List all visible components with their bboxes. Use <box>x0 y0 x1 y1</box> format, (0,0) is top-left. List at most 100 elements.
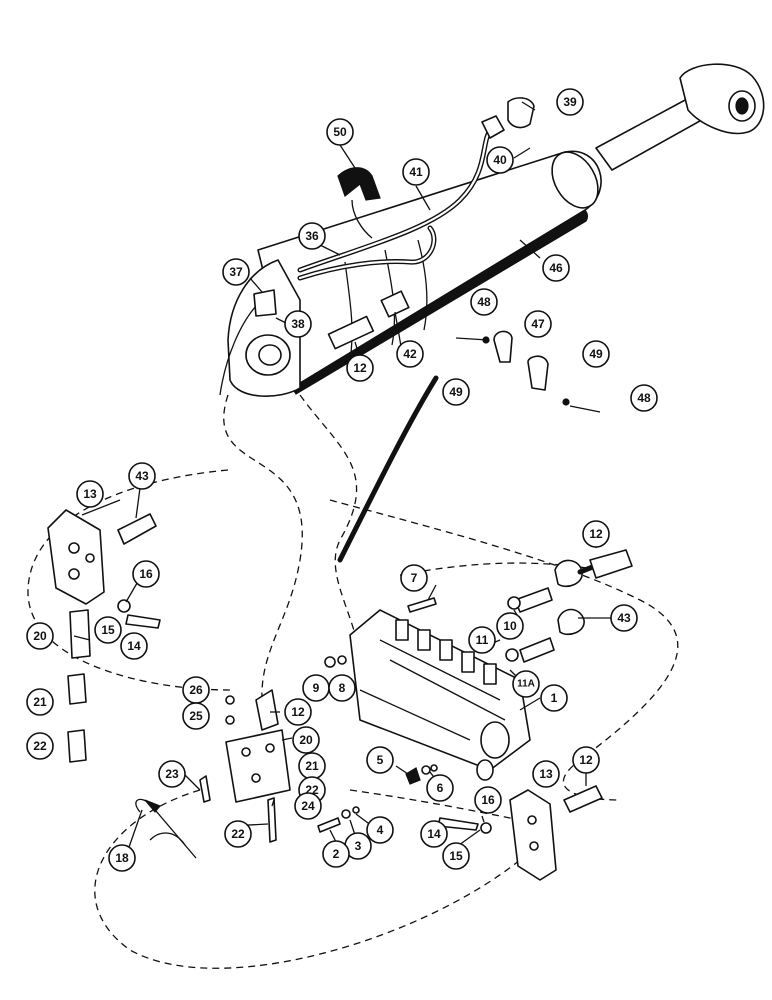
svg-text:5: 5 <box>377 753 384 767</box>
callout-19-lower: 20 <box>292 726 320 754</box>
callout-42: 42 <box>396 340 424 368</box>
callout-16-left: 16 <box>132 560 160 588</box>
svg-text:13: 13 <box>83 487 97 501</box>
svg-text:20: 20 <box>33 629 47 643</box>
callout-22: 22 <box>224 820 252 848</box>
callout-13-left: 13 <box>76 480 104 508</box>
svg-text:12: 12 <box>579 753 593 767</box>
svg-text:9: 9 <box>313 681 320 695</box>
callout-48-lower: 48 <box>630 384 658 412</box>
svg-text:26: 26 <box>189 683 203 697</box>
svg-text:21: 21 <box>33 695 47 709</box>
svg-text:22: 22 <box>33 739 47 753</box>
svg-text:1: 1 <box>551 691 558 705</box>
callout-12-lower-right: 12 <box>572 746 600 774</box>
callout-1: 1 <box>540 684 568 712</box>
hydraulic-cylinder <box>219 63 765 397</box>
callout-4: 4 <box>366 816 394 844</box>
callout-41: 41 <box>402 158 430 186</box>
callout-20-left: 21 <box>26 688 54 716</box>
svg-text:49: 49 <box>589 347 603 361</box>
right-bracket-set <box>405 764 603 881</box>
svg-text:22: 22 <box>231 827 245 841</box>
svg-text:2: 2 <box>333 847 340 861</box>
svg-text:24: 24 <box>301 799 315 813</box>
svg-text:49: 49 <box>449 385 463 399</box>
svg-text:18: 18 <box>115 851 129 865</box>
svg-text:36: 36 <box>305 229 319 243</box>
callout-12-upper: 12 <box>346 354 374 382</box>
svg-text:12: 12 <box>291 705 305 719</box>
svg-text:48: 48 <box>477 295 491 309</box>
callout-12-right: 12 <box>582 520 610 548</box>
svg-text:43: 43 <box>135 469 149 483</box>
callout-2: 2 <box>322 840 350 868</box>
svg-text:42: 42 <box>403 347 417 361</box>
cable-guide <box>337 167 381 201</box>
callout-48-upper: 48 <box>470 288 498 316</box>
svg-text:14: 14 <box>427 827 441 841</box>
callout-25: 25 <box>182 702 210 730</box>
callout-5: 5 <box>366 746 394 774</box>
svg-text:40: 40 <box>493 153 507 167</box>
callout-15-right: 15 <box>442 842 470 870</box>
callout-14-right: 14 <box>420 820 448 848</box>
lower-bracket-set <box>199 689 360 843</box>
callout-38: 38 <box>284 310 312 338</box>
svg-text:14: 14 <box>127 639 141 653</box>
svg-text:4: 4 <box>377 823 384 837</box>
callout-37: 37 <box>222 258 250 286</box>
svg-text:16: 16 <box>481 793 495 807</box>
svg-text:16: 16 <box>139 567 153 581</box>
callout-43-left: 43 <box>128 462 156 490</box>
svg-text:12: 12 <box>589 527 603 541</box>
callout-6: 6 <box>426 774 454 802</box>
svg-text:46: 46 <box>549 261 563 275</box>
callout-9: 9 <box>302 674 330 702</box>
svg-text:3: 3 <box>355 839 362 853</box>
callout-8: 8 <box>328 674 356 702</box>
svg-text:50: 50 <box>333 125 347 139</box>
callout-24: 23 <box>158 760 186 788</box>
control-valve <box>324 549 633 781</box>
callout-20-lower: 21 <box>298 752 326 780</box>
svg-text:20: 20 <box>299 733 313 747</box>
callout-46: 46 <box>542 254 570 282</box>
callout-49-upper: 49 <box>442 378 470 406</box>
svg-text:12: 12 <box>353 361 367 375</box>
svg-text:8: 8 <box>339 681 346 695</box>
callout-40: 40 <box>486 146 514 174</box>
svg-text:21: 21 <box>305 759 319 773</box>
insert-20 <box>67 673 87 705</box>
callout-18: 18 <box>108 844 136 872</box>
callout-12-mid: 12 <box>284 698 312 726</box>
svg-text:11A: 11A <box>517 679 535 690</box>
callout-43-right: 43 <box>610 604 638 632</box>
callout-47: 47 <box>524 310 552 338</box>
svg-text:38: 38 <box>291 317 305 331</box>
insert-19 <box>69 609 91 659</box>
svg-text:15: 15 <box>101 623 115 637</box>
svg-text:13: 13 <box>539 767 553 781</box>
callout-11: 11 <box>468 626 496 654</box>
callout-15-left: 15 <box>94 616 122 644</box>
callout-39: 39 <box>556 88 584 116</box>
callout-19-left: 20 <box>26 622 54 650</box>
svg-text:43: 43 <box>617 611 631 625</box>
strap-18 <box>135 798 197 859</box>
callout-49-lower: 49 <box>582 340 610 368</box>
svg-text:39: 39 <box>563 95 577 109</box>
callout-26: 26 <box>182 676 210 704</box>
callout-10: 10 <box>496 612 524 640</box>
clip-set-upper <box>455 330 601 413</box>
insert-21 <box>67 729 87 763</box>
svg-text:41: 41 <box>409 165 423 179</box>
callout-21-left: 22 <box>26 732 54 760</box>
callout-23: 24 <box>294 792 322 820</box>
left-bracket-set <box>47 509 161 763</box>
svg-text:6: 6 <box>437 781 444 795</box>
long-hose <box>337 375 439 563</box>
callout-14-left: 14 <box>120 632 148 660</box>
callout-3: 3 <box>344 832 372 860</box>
